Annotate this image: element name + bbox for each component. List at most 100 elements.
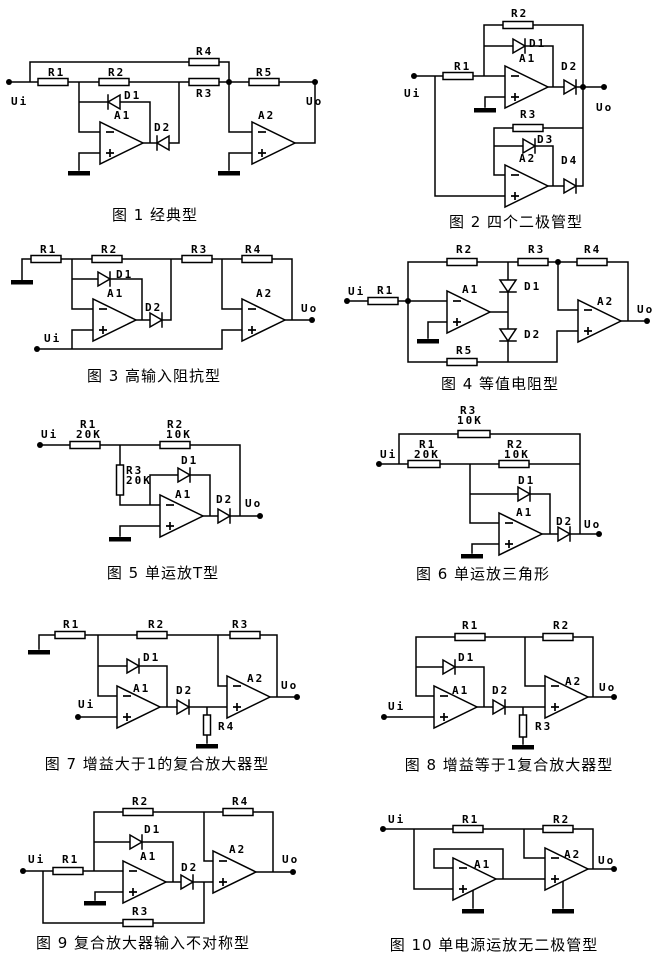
diode-d2	[176, 699, 190, 715]
diode-d1	[499, 279, 517, 293]
node-dot	[555, 259, 561, 265]
label-a2: A2	[258, 109, 275, 122]
diode-d1	[517, 486, 531, 502]
label-d4: D4	[561, 154, 578, 167]
circuit-figure-1: Ui Uo R1 R2 R4 R3 R5 D1 D2 A1 A2 图 1 经典型	[6, 45, 321, 224]
resistor-r5	[248, 77, 280, 87]
label-r2: R2	[132, 795, 149, 808]
ground-symbol	[474, 108, 496, 113]
node-dot	[601, 84, 607, 90]
circuit-figure-4: Ui R1 R2 R3 R4 R5 D1 D2 A1 A2 Uo 图 4 等值电…	[344, 243, 652, 390]
resistor-r1	[69, 440, 101, 450]
label-r1-value: 20K	[414, 448, 440, 461]
label-r3: R3	[535, 720, 552, 733]
label-d2: D2	[216, 493, 233, 506]
label-a2: A2	[564, 848, 581, 861]
ground-symbol	[196, 744, 218, 749]
figure-caption: 图 3 高输入阻抗型	[87, 367, 221, 385]
opamp-a2	[251, 121, 296, 165]
opamp-a1	[99, 121, 144, 165]
diode-d2	[180, 874, 194, 890]
diode-d2	[492, 699, 506, 715]
label-uo: Uo	[598, 854, 615, 867]
label-ui: Ui	[44, 332, 61, 345]
label-a1: A1	[107, 287, 124, 300]
label-r2-value: 10K	[504, 448, 530, 461]
ground-symbol	[28, 650, 50, 655]
resistor-r4	[188, 57, 220, 67]
resistor-r2	[159, 440, 191, 450]
wire	[383, 636, 615, 745]
node-dot	[580, 84, 586, 90]
label-r4: R4	[218, 720, 235, 733]
ground-symbol	[109, 537, 131, 542]
diode-d2	[156, 135, 170, 151]
node-dot	[312, 79, 318, 85]
label-d1: D1	[524, 280, 541, 293]
label-r1: R1	[48, 66, 65, 79]
node-dot	[376, 461, 382, 467]
label-uo: Uo	[596, 101, 613, 114]
diode-d1	[442, 659, 456, 675]
circuit-figure-5: Ui R1 20K R2 10K R3 20K D1 A1 D2 Uo 图 5 …	[37, 418, 263, 582]
resistor-r3	[512, 123, 544, 133]
label-ui: Ui	[404, 87, 421, 100]
resistor-r4	[202, 714, 212, 736]
label-a1: A1	[516, 506, 533, 519]
opamp-a1	[504, 65, 549, 109]
resistor-r4	[222, 807, 254, 817]
resistor-r3	[122, 918, 154, 928]
resistor-r1	[54, 630, 86, 640]
resistor-r2	[122, 807, 154, 817]
resistor-r1	[442, 71, 474, 81]
label-r3: R3	[232, 618, 249, 631]
node-dot	[405, 298, 411, 304]
label-a1: A1	[519, 52, 536, 65]
label-r1: R1	[62, 853, 79, 866]
ground-symbol	[462, 909, 484, 914]
resistor-r1	[407, 459, 441, 469]
label-uo: Uo	[281, 679, 298, 692]
label-r1: R1	[80, 418, 97, 431]
node-dot	[381, 714, 387, 720]
label-ui: Ui	[388, 813, 405, 826]
label-uo: Uo	[301, 302, 318, 315]
label-ui: Ui	[348, 285, 365, 298]
figure-caption: 图 2 四个二极管型	[449, 213, 583, 230]
label-r2: R2	[167, 418, 184, 431]
node-dot	[309, 317, 315, 323]
resistor-r2	[542, 632, 574, 642]
node-dot	[380, 826, 386, 832]
label-d1: D1	[181, 454, 198, 467]
resistor-r1	[37, 77, 69, 87]
diode-d1	[97, 271, 111, 287]
resistor-r2	[98, 77, 130, 87]
node-dot	[611, 866, 617, 872]
label-d2: D2	[176, 684, 193, 697]
label-r5: R5	[256, 66, 273, 79]
circuit-figure-3: R1 R2 R3 R4 D1 D2 A1 A2 Ui Uo 图 3 高输入阻抗型	[11, 243, 318, 385]
label-uo: Uo	[282, 853, 299, 866]
node-dot	[596, 531, 602, 537]
label-a2: A2	[519, 152, 536, 165]
circuit-figure-2: Ui Uo R1 R2 R3 D1 D2 D3 D4 A1 A2 图 2 四个二…	[404, 7, 613, 230]
label-d2: D2	[181, 861, 198, 874]
label-d1: D1	[529, 37, 546, 50]
resistor-r4	[576, 257, 608, 267]
wire	[21, 258, 313, 350]
diode-d1	[129, 834, 143, 850]
label-r4: R4	[196, 45, 213, 58]
label-r2: R2	[553, 619, 570, 632]
resistor-r3	[115, 464, 125, 496]
label-r1: R1	[40, 243, 57, 256]
label-a1: A1	[175, 488, 192, 501]
diode-d2	[499, 328, 517, 342]
label-a1: A1	[114, 109, 131, 122]
resistor-r2	[542, 824, 574, 834]
label-r1: R1	[419, 438, 436, 451]
label-d2: D2	[492, 684, 509, 697]
figure-caption: 图 5 单运放T型	[107, 564, 219, 582]
diode-d1	[512, 38, 526, 54]
figure-caption: 图 7 增益大于1的复合放大器型	[45, 755, 270, 773]
